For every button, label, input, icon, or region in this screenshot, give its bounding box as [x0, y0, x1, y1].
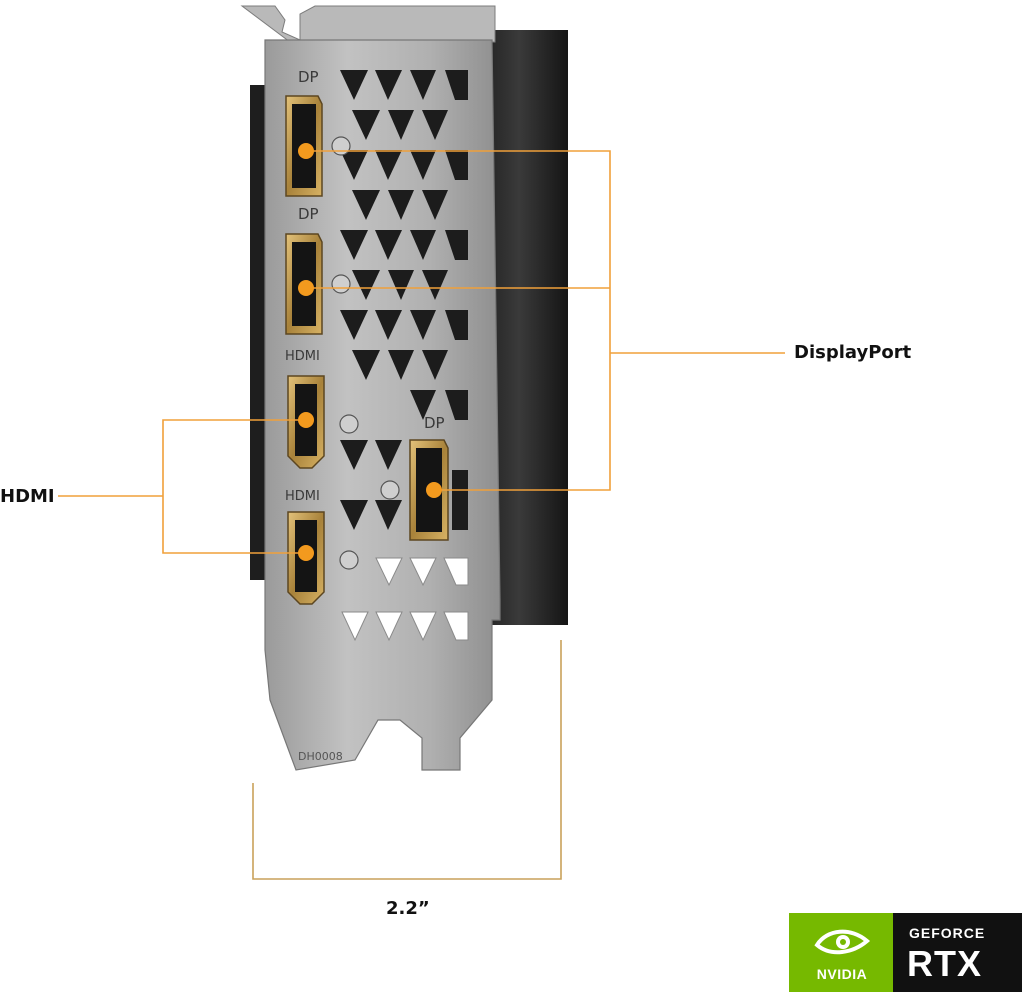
port-text-hdmi-1: HDMI — [285, 349, 320, 364]
nvidia-wordmark: NVIDIA — [816, 966, 868, 982]
screw-icon — [339, 414, 359, 434]
displayport-label: DisplayPort — [794, 342, 912, 363]
callout-dot — [426, 482, 442, 498]
dp-callout-line-1 — [306, 150, 611, 491]
callout-dot — [298, 412, 314, 428]
bracket-vents-lower — [341, 557, 469, 642]
port-text-dp-1: DP — [298, 68, 319, 86]
callout-dot — [298, 545, 314, 561]
rtx-text: RTX — [907, 943, 982, 984]
part-code: DH0008 — [298, 750, 343, 763]
hdmi-label: HDMI — [0, 486, 55, 507]
hdmi-callout-line — [162, 419, 306, 554]
geforce-rtx-badge: NVIDIA GEFORCE RTX — [789, 913, 1022, 992]
callout-dot — [298, 280, 314, 296]
bracket-top-tab — [240, 5, 496, 43]
bracket-vents — [340, 70, 468, 530]
port-text-dp-3: DP — [424, 414, 445, 432]
port-text-dp-2: DP — [298, 205, 319, 223]
nvidia-eye-icon — [814, 929, 871, 955]
callout-dot — [298, 143, 314, 159]
screw-icon — [339, 550, 359, 570]
screw-icon — [331, 136, 351, 156]
geforce-text: GEFORCE — [909, 925, 986, 941]
nvidia-panel: NVIDIA — [789, 913, 893, 992]
screw-icon — [380, 480, 400, 500]
screw-icon — [331, 274, 351, 294]
rtx-panel: GEFORCE RTX — [893, 913, 1022, 992]
dimension-line — [252, 640, 562, 880]
dimension-label: 2.2” — [386, 898, 430, 919]
port-text-hdmi-2: HDMI — [285, 489, 320, 504]
